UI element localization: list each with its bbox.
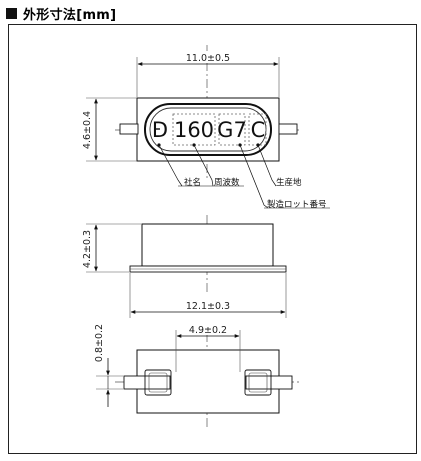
top-view: D 160 G7 C 11.0±0.5 4.6±0.4 社名 周波数 生産地 製…	[82, 45, 330, 210]
side-width-dimension: 12.1±0.3	[186, 301, 230, 312]
bottom-view: 4.9±0.2 0.8±0.2	[94, 323, 300, 430]
section-title: 外形寸法[mm]	[23, 7, 117, 23]
top-width-dimension: 11.0±0.5	[186, 53, 230, 64]
bottom-pad-dimension: 0.8±0.2	[94, 324, 105, 362]
marking-site: C	[251, 118, 266, 142]
marking-logo: D	[152, 118, 168, 142]
square-bullet-icon	[6, 7, 17, 19]
bottom-pitch-dimension: 4.9±0.2	[189, 325, 227, 336]
top-height-dimension: 4.6±0.4	[82, 111, 93, 149]
marking-lot: G7	[217, 118, 247, 142]
callout-company: 社名	[184, 177, 201, 188]
section-header: 外形寸法[mm]	[6, 3, 116, 23]
drawing-frame	[8, 24, 417, 454]
marking-frequency: 160	[174, 118, 214, 142]
callout-frequency: 周波数	[214, 177, 240, 188]
side-view: 4.2±0.3 12.1±0.3	[82, 215, 287, 318]
callout-origin: 生産地	[276, 177, 302, 188]
side-height-dimension: 4.2±0.3	[82, 230, 93, 268]
callout-lot-number: 製造ロット番号	[267, 199, 327, 210]
